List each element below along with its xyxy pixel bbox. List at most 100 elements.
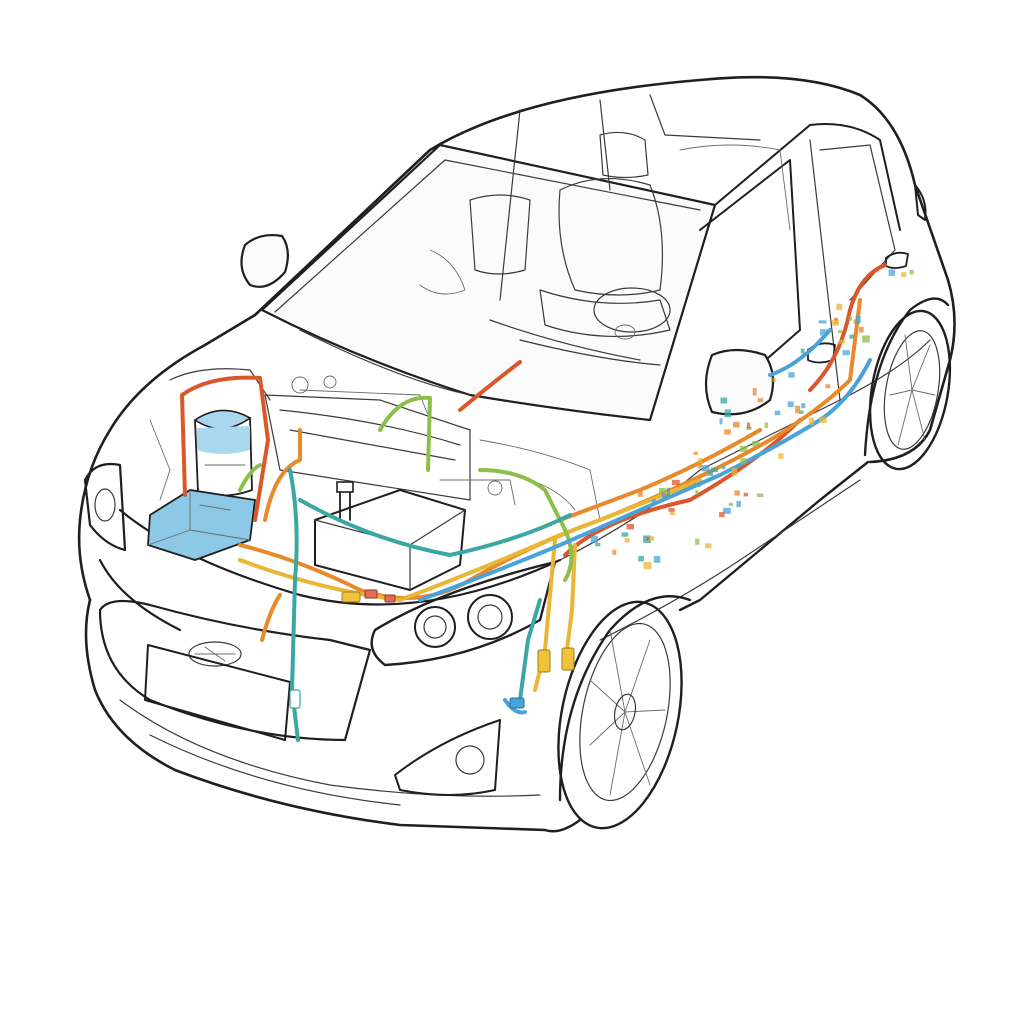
door-wiring-mark [855, 316, 861, 324]
door-wiring-mark [698, 458, 702, 465]
door-wiring-mark [590, 535, 598, 543]
door-wiring-mark [694, 483, 702, 487]
door-wiring-mark [731, 468, 738, 476]
door-wiring-mark [658, 487, 666, 493]
connector [537, 649, 551, 673]
door-wiring-mark [719, 512, 725, 518]
door-wiring-mark [648, 536, 654, 541]
door-wiring-mark [888, 269, 895, 276]
door-wiring-mark [707, 470, 714, 476]
wire-teal-2 [298, 498, 572, 557]
door-wiring-mark [901, 272, 907, 278]
front-seats [419, 131, 791, 338]
connector [384, 594, 396, 603]
wire-green-2 [478, 468, 574, 582]
license-plate [144, 644, 291, 741]
fuse-box [147, 489, 257, 561]
door-wiring-mark [736, 500, 741, 507]
door-wiring-mark [743, 492, 748, 497]
wire-blue-2 [503, 698, 527, 715]
wiring-harness [180, 263, 887, 742]
front-grille [98, 599, 372, 742]
door-wiring-mark [721, 465, 726, 470]
door-wiring-mark [798, 410, 804, 414]
wire-blue-3 [768, 328, 832, 377]
door-wiring-mark [740, 458, 747, 465]
connector [509, 697, 525, 709]
door-wiring-mark [818, 320, 827, 324]
door-wiring-mark [626, 524, 634, 530]
door-wiring-mark [723, 507, 731, 514]
battery [314, 481, 466, 591]
door-wiring-mark [756, 493, 764, 497]
door-wiring-mark [909, 269, 914, 275]
door-wiring-mark [651, 499, 656, 506]
fog-light [394, 719, 501, 796]
steering-wheel [489, 287, 671, 366]
door-wiring-mark [653, 556, 661, 563]
door-wiring-mark [764, 422, 769, 428]
door-wiring-mark [800, 348, 805, 354]
door-wiring-mark [624, 538, 630, 543]
door-wiring-mark [788, 372, 795, 378]
door-wiring-mark [733, 421, 740, 428]
door-wiring-mark [757, 398, 764, 403]
door-wiring-mark [724, 409, 731, 418]
door-wiring [590, 269, 914, 570]
door-wiring-mark [643, 562, 652, 570]
wire-orange-3 [260, 593, 282, 642]
door-wiring-mark [621, 532, 629, 537]
door-wiring-mark [668, 508, 675, 512]
door-wiring-mark [838, 330, 843, 334]
door-wiring-mark [728, 502, 734, 506]
door-wiring-mark [666, 487, 670, 496]
door-wiring-mark [747, 422, 751, 429]
door-wiring-mark [661, 490, 666, 496]
door-wiring-mark [838, 339, 845, 344]
rear-wheel [863, 297, 952, 471]
door-wiring-mark [752, 440, 760, 447]
wire-orange-4 [558, 428, 762, 522]
door-wiring-mark [695, 489, 699, 495]
door-wiring-mark [795, 405, 801, 414]
door-wiring-mark [842, 350, 850, 356]
door-wiring-mark [719, 418, 723, 425]
door-wiring-mark [697, 463, 702, 469]
door-wiring-mark [669, 511, 675, 516]
door-wiring-mark [595, 542, 601, 547]
wire-green-3 [238, 463, 262, 492]
door-wiring-mark [671, 479, 680, 485]
door-wiring-mark [801, 403, 806, 409]
wire-red-2 [458, 360, 522, 412]
front-wheel [557, 595, 692, 830]
door-wiring-mark [825, 384, 831, 389]
side-mirror-left [240, 233, 289, 288]
door-wiring-mark [859, 326, 864, 333]
wire-teal-3 [518, 598, 542, 702]
connector [341, 591, 361, 603]
door-wiring-mark [818, 416, 827, 423]
door-wiring-mark [848, 316, 853, 321]
side-mirror-right [704, 348, 775, 416]
door-wiring-mark [724, 429, 731, 435]
door-wiring-mark [711, 467, 718, 473]
wire-green-1 [378, 395, 432, 472]
door-wiring-mark [849, 334, 854, 339]
connector [364, 589, 378, 599]
door-wiring-mark [705, 543, 712, 549]
windshield [260, 143, 717, 422]
door-wiring-mark [836, 303, 843, 311]
door-wiring-mark [752, 388, 757, 396]
door-wiring-mark [808, 417, 815, 425]
door-wiring-mark [612, 549, 617, 555]
door-wiring-mark [862, 335, 870, 343]
door-wiring-mark [819, 329, 828, 336]
harness-connectors [289, 589, 575, 709]
door-wiring-mark [701, 465, 710, 472]
headlight-left [83, 462, 127, 552]
door-wiring-mark [662, 493, 667, 501]
connector [289, 689, 301, 709]
door-wiring-mark [638, 555, 644, 562]
wire-red-1 [180, 375, 270, 522]
